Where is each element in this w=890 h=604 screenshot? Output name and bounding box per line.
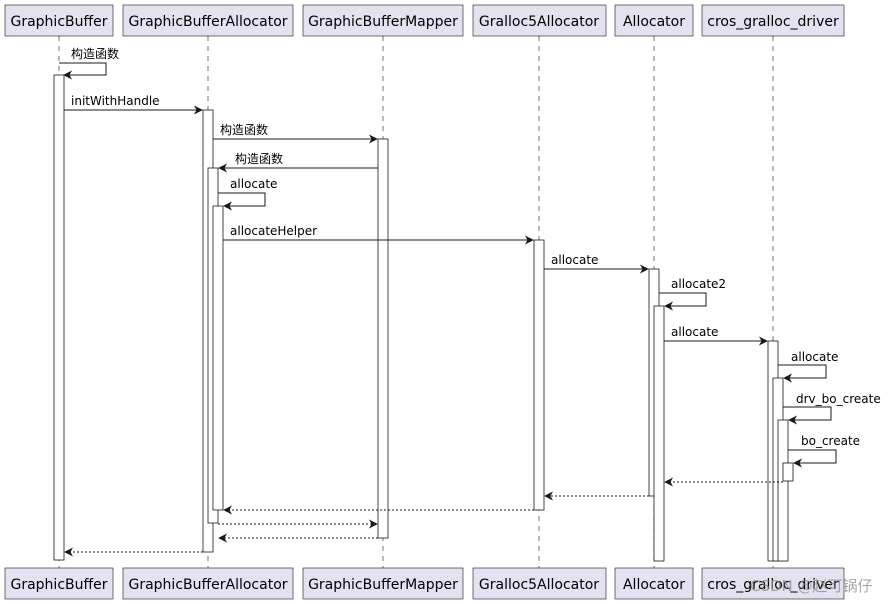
message-label: 构造函数 — [71, 46, 119, 61]
message-label: allocate — [791, 350, 838, 364]
participant-graphicbuffer-top: GraphicBuffer — [10, 14, 107, 30]
message-bo-create: bo_create — [788, 434, 860, 468]
message-constructor-allocator: 构造函数 — [218, 151, 378, 173]
participant-box-graphicbuffer-bottom — [4, 567, 114, 600]
message-allocate-self-gba: allocate — [218, 177, 277, 211]
participant-box-allocator-top — [614, 4, 694, 37]
message-label: 构造函数 — [235, 151, 283, 166]
message-allocatehelper: allocateHelper — [223, 224, 534, 245]
messages: 构造函数 initWithHandle 构造函数 构造函数 allocate a… — [59, 46, 881, 557]
message-label: allocate — [671, 325, 718, 339]
participant-box-cros-gralloc-driver-top — [701, 4, 845, 37]
participant-box-graphicbuffermapper-top — [302, 4, 464, 37]
message-label: initWithHandle — [71, 94, 160, 108]
participant-graphicbuffermapper-top: GraphicBufferMapper — [308, 14, 458, 30]
participant-graphicbufferallocator-bottom: GraphicBufferAllocator — [128, 577, 287, 593]
activation-graphicbuffermapper — [377, 138, 389, 539]
participants-bottom: GraphicBuffer GraphicBufferAllocator Gra… — [4, 567, 845, 600]
message-label: drv_bo_create — [796, 392, 881, 406]
message-label: allocateHelper — [230, 224, 317, 238]
message-constructor-mapper: 构造函数 — [213, 122, 378, 144]
participant-box-allocator-bottom — [614, 567, 694, 600]
message-drv-bo-create: drv_bo_create — [783, 392, 881, 425]
activations — [53, 74, 794, 562]
activation-graphicbufferallocator-inner — [212, 205, 224, 511]
participant-graphicbuffermapper-bottom: GraphicBufferMapper — [308, 577, 458, 593]
participant-box-gralloc5allocator-top — [472, 4, 607, 37]
message-label: bo_create — [801, 434, 860, 448]
watermark-text: CSDN @赵可锅仔 — [750, 577, 873, 595]
participant-cros-gralloc-driver-bottom: cros_gralloc_driver — [707, 577, 839, 593]
participant-graphicbufferallocator-top: GraphicBufferAllocator — [128, 14, 287, 30]
message-initwithhandle: initWithHandle — [64, 94, 203, 115]
participant-box-gralloc5allocator-bottom — [472, 567, 607, 600]
activation-allocator-inner — [653, 305, 665, 562]
participant-gralloc5allocator-top: Gralloc5Allocator — [479, 14, 599, 30]
message-label: allocate2 — [671, 277, 726, 291]
message-allocate-self-driver: allocate — [778, 350, 838, 383]
participant-box-graphicbuffermapper-bottom — [302, 567, 464, 600]
message-label: 构造函数 — [220, 122, 268, 137]
participant-cros-gralloc-driver-top: cros_gralloc_driver — [707, 14, 839, 30]
activation-gralloc5allocator — [533, 239, 545, 511]
message-label: allocate — [551, 253, 598, 267]
lifelines — [58, 36, 774, 568]
activation-graphicbuffer — [53, 74, 65, 561]
participant-allocator-bottom: Allocator — [623, 577, 685, 593]
participant-box-cros-gralloc-driver-bottom — [701, 567, 845, 600]
participant-box-graphicbufferallocator-top — [122, 4, 294, 37]
message-label: allocate — [230, 177, 277, 191]
participant-box-graphicbuffer-top — [4, 4, 114, 37]
participant-allocator-top: Allocator — [623, 14, 685, 30]
activation-cros-gralloc-driver-3 — [777, 419, 789, 562]
message-constructor-graphicbuffer: 构造函数 — [59, 46, 119, 80]
message-allocate-to-driver: allocate — [664, 325, 768, 346]
message-allocate-to-allocator: allocate — [544, 253, 649, 274]
participant-box-graphicbufferallocator-bottom — [122, 567, 294, 600]
participant-graphicbuffer-bottom: GraphicBuffer — [10, 577, 107, 593]
message-allocate2-self: allocate2 — [659, 277, 726, 311]
activation-cros-gralloc-driver-4 — [782, 462, 794, 482]
participant-gralloc5allocator-bottom: Gralloc5Allocator — [479, 577, 599, 593]
participants-top: GraphicBuffer GraphicBufferAllocator Gra… — [4, 4, 845, 37]
